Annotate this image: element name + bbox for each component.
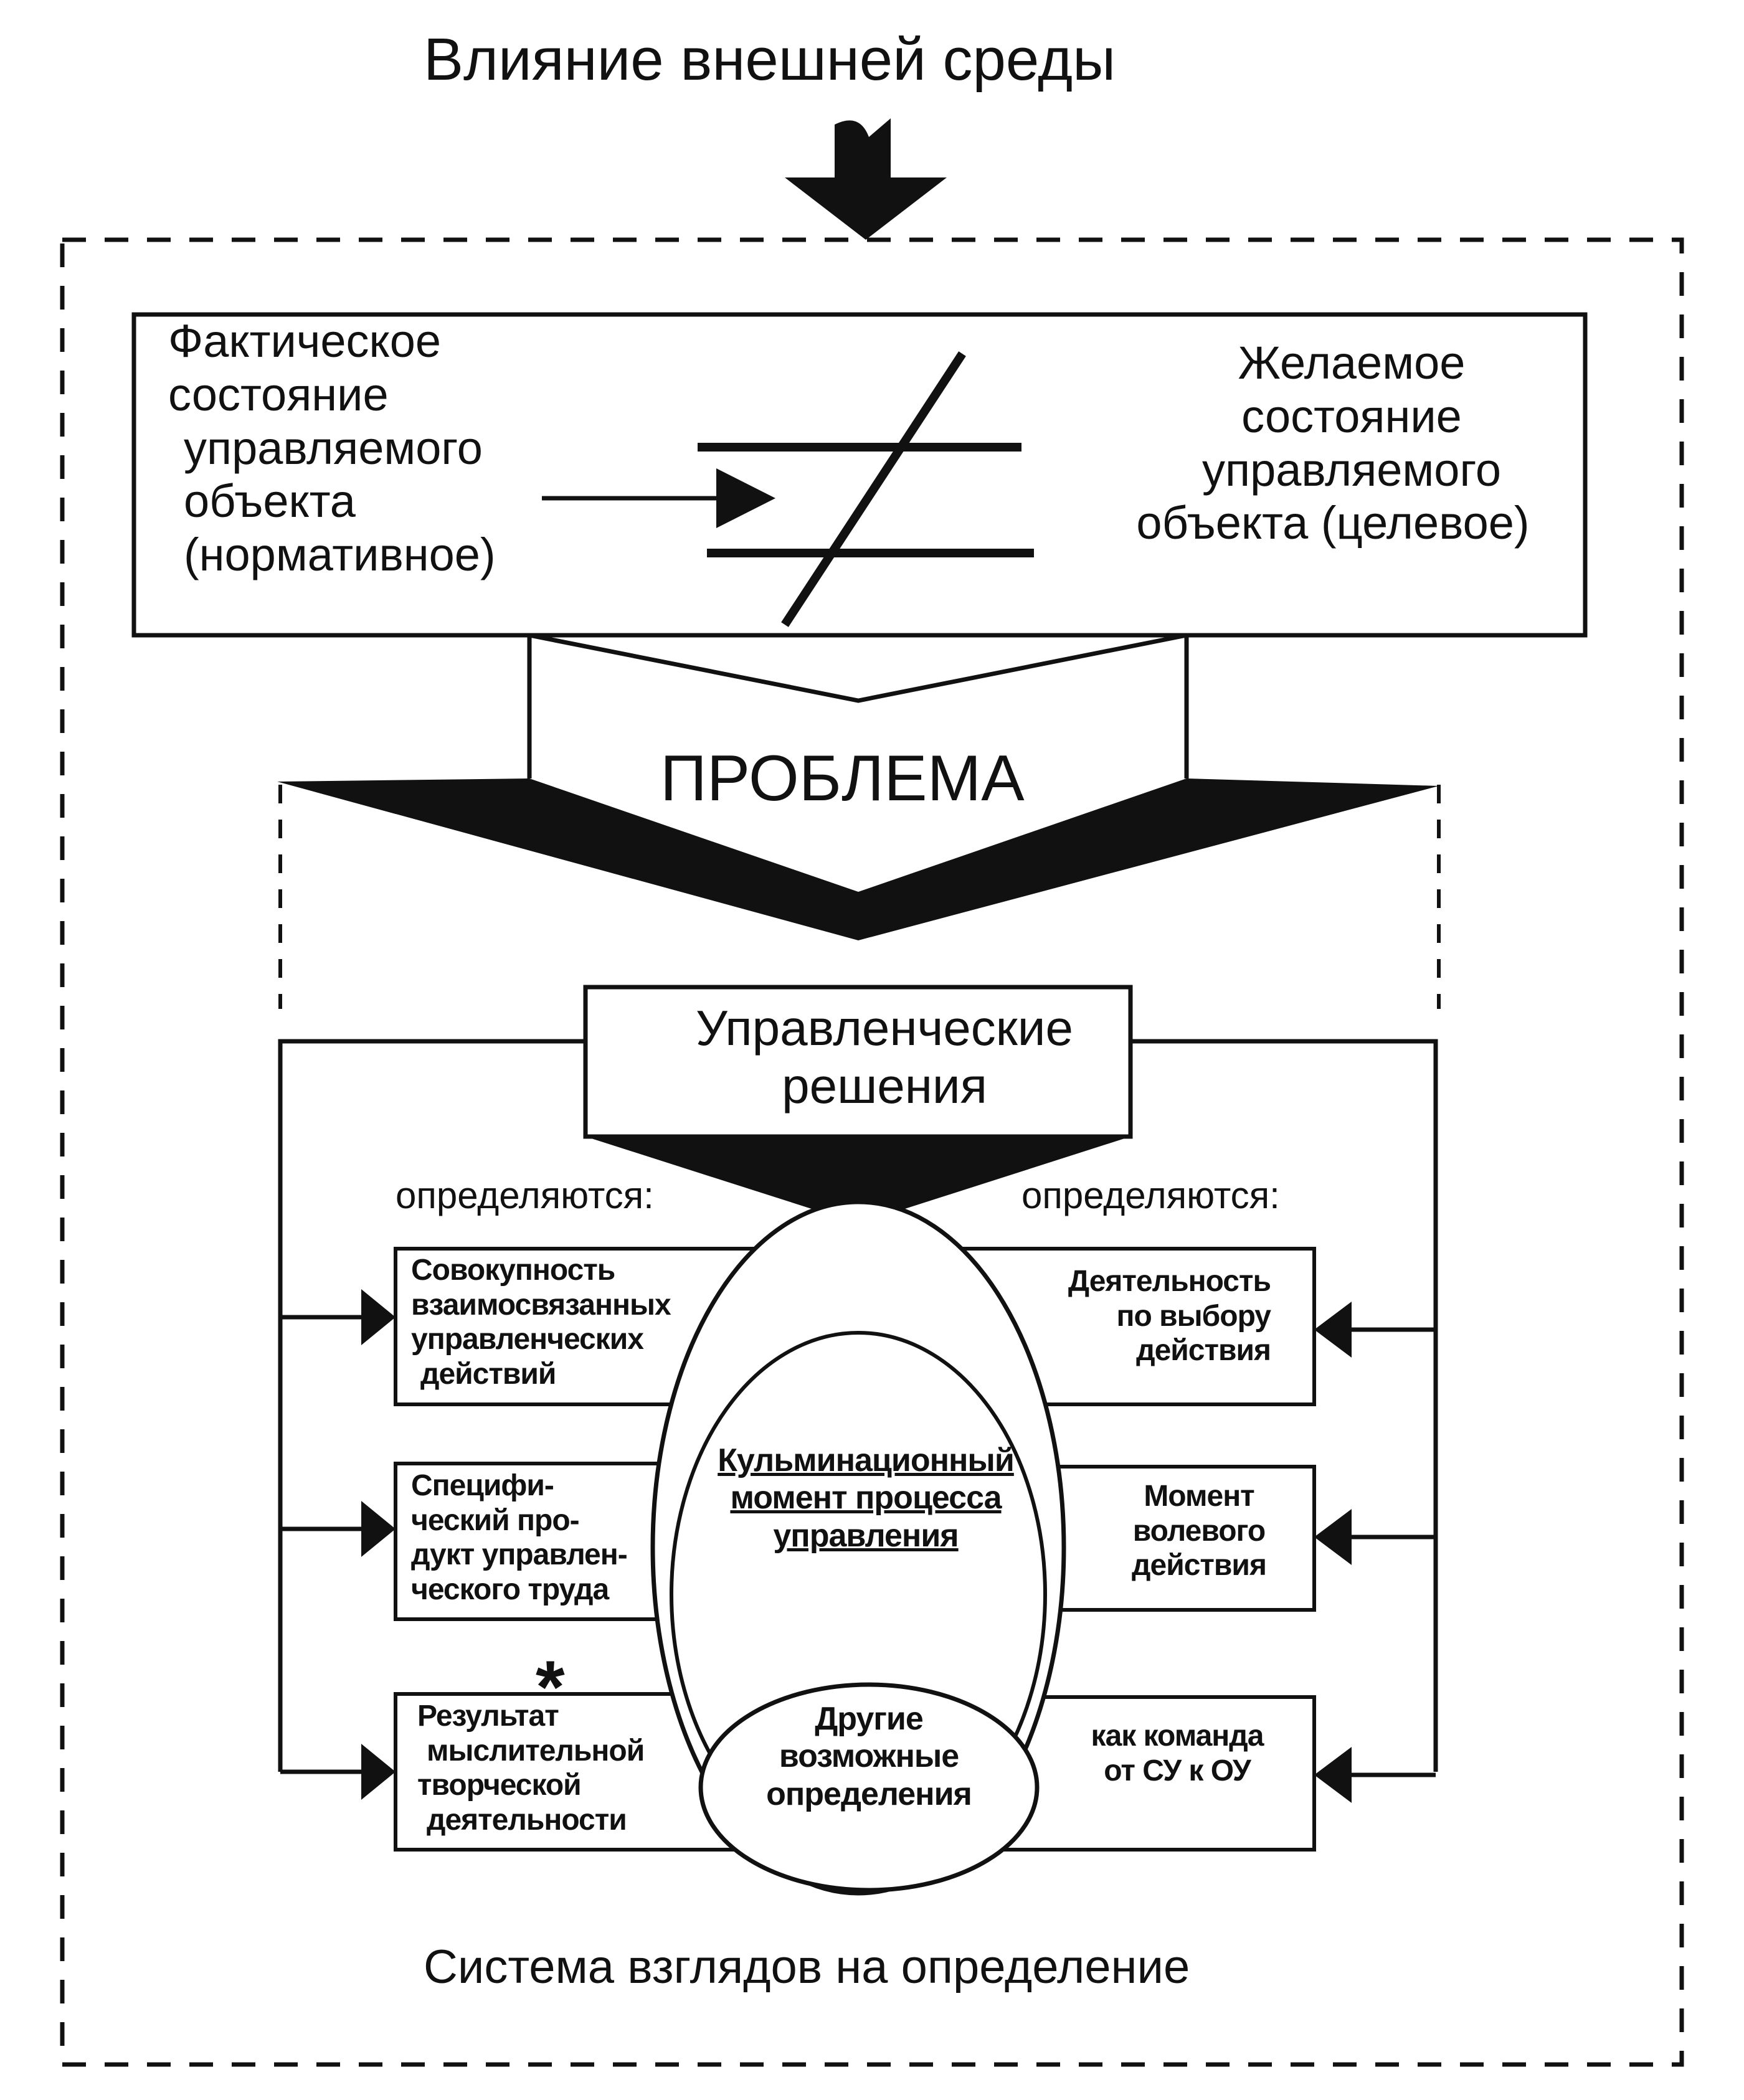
right-arrow-icon-2 [1314,1509,1352,1565]
outer-dashed-frame [60,237,1684,2067]
right-box-line: Момент [1144,1480,1254,1513]
left-box-line: ческого труда [411,1573,609,1607]
mgmt-decisions-text: Управленческие решения [635,1000,1134,1115]
right-box-3-text: как команда от СУ к ОУ [1059,1719,1296,1788]
fact-state-line: объекта [184,475,356,527]
ellipse-bottom-line: Другие [815,1701,924,1737]
right-defined-label: определяются: [1021,1175,1280,1216]
left-box-line: Совокупность [411,1254,615,1287]
fact-to-desired-arrow-icon [716,468,775,528]
right-box-line: действия [1132,1549,1267,1582]
ellipse-center-line: момент процесса [730,1480,1002,1516]
ellipse-center-line: управления [773,1517,959,1554]
ellipse-bottom-text: Другие возможные определения [744,1700,993,1813]
left-arrow-icon-2 [361,1501,396,1557]
footer-label: Система взглядов на определение [424,1941,1190,1994]
mgmt-decisions-funnel [585,1137,1130,1224]
inner-dashed-frame [278,785,1441,1009]
left-box-1-text: Совокупность взаимосвязанных управленчес… [411,1253,671,1392]
left-box-line: творческой [417,1769,582,1802]
ellipse-center-text: Кульминационный момент процесса управлен… [698,1442,1034,1554]
right-box-line: Деятельность [1068,1265,1271,1298]
left-box-line: Результат [417,1700,559,1733]
right-box-line: как команда [1091,1719,1264,1752]
left-box-line: дукт управлен- [411,1538,628,1572]
left-box-line: ческий про- [411,1503,580,1537]
left-box-line: Специфи- [411,1469,554,1502]
right-box-line: действия [1136,1334,1271,1368]
left-defined-label: определяются: [396,1175,654,1216]
left-box-line: управленческих [411,1323,644,1356]
desired-state-line: управляемого [1202,443,1501,496]
ellipse-bottom-line: определения [766,1776,972,1812]
top-to-problem-connector [527,633,1189,778]
fact-state-text: Фактическое состояние управляемого объек… [168,315,496,582]
state-box [131,312,1588,638]
right-feedback-line [1130,1039,1438,1772]
bottom-ellipse [698,1682,1040,1893]
desired-state-line: объекта (целевое) [1136,497,1530,549]
problem-label: ПРОБЛЕМА [660,742,1025,815]
top-arrow-icon [785,118,947,240]
left-arrow-icon-1 [361,1289,396,1345]
left-box-2-text: Специфи- ческий про- дукт управлен- ческ… [411,1469,628,1607]
right-box-line: по выбору [1116,1299,1272,1333]
right-box-2-text: Момент волевого действия [1096,1479,1302,1583]
top-label: Влияние внешней среды [424,26,1116,93]
right-arrow-icon-1 [1314,1302,1352,1358]
left-box-3-text: Результат мыслительной творческой деятел… [417,1699,645,1838]
desired-state-line: состояние [1241,390,1462,442]
right-box-line: от СУ к ОУ [1104,1754,1251,1787]
right-arrow-icon-3 [1314,1747,1352,1803]
desired-state-text: Желаемое состояние управляемого объекта … [1096,336,1570,550]
desired-state-line: Желаемое [1238,337,1466,389]
fact-state-line: управляемого [184,422,483,474]
left-box-line: действий [420,1358,556,1391]
ellipse-bottom-line: возможные [779,1738,959,1775]
fact-state-line: состояние [168,368,389,420]
left-arrow-icon-3 [361,1744,396,1800]
mgmt-decisions-box [583,985,1133,1139]
left-box-line: деятельности [427,1804,627,1837]
ellipse-center-line: Кульминационный [718,1442,1015,1478]
left-box-line: мыслительной [427,1734,645,1767]
fact-state-line: Фактическое [168,315,442,367]
left-box-line: взаимосвязанных [411,1288,671,1322]
not-equal-slash [781,351,966,627]
right-box-1-text: Деятельность по выбору действия [1021,1264,1271,1368]
asterisk-mark: * [536,1645,565,1729]
mgmt-decisions-line: решения [782,1057,987,1114]
right-box-line: волевого [1132,1514,1266,1548]
fact-state-line: (нормативное) [184,529,496,581]
mgmt-decisions-line: Управленческие [696,1000,1073,1056]
problem-chevron [277,778,1439,940]
